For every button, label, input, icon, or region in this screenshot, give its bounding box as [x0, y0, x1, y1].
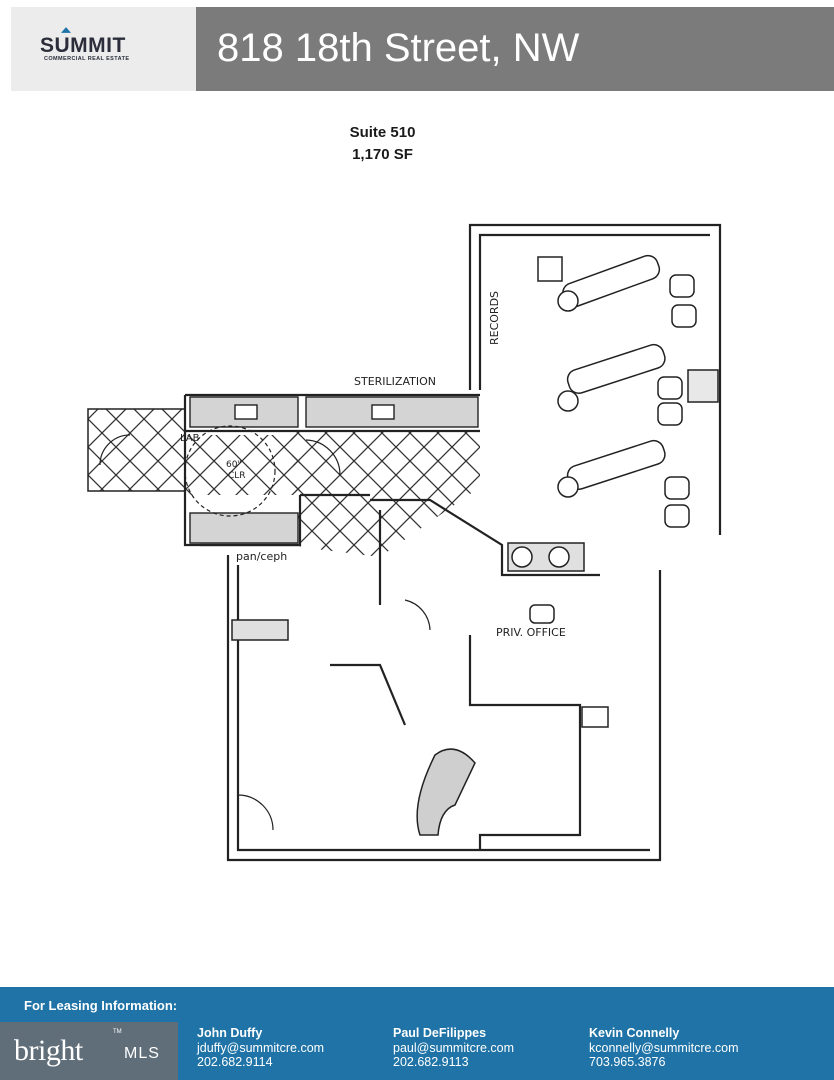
floor-plan: RECORDS STERILIZATION LAB 60" CLR pan/ce… — [87, 223, 722, 862]
leasing-label: For Leasing Information: — [24, 998, 178, 1013]
suite-area: 1,170 SF — [352, 146, 413, 163]
mls-logo-text: MLS — [124, 1045, 160, 1062]
contact-name: Kevin Connelly — [589, 1026, 680, 1040]
contact-paul-defilippes: Paul DeFilippes paul@summitcre.com 202.6… — [393, 1026, 514, 1070]
summit-logo — [11, 7, 196, 91]
contact-email[interactable]: jduffy@summitcre.com — [197, 1040, 325, 1055]
lab-label: LAB — [180, 433, 200, 444]
reception-desk — [416, 748, 476, 836]
walls — [183, 223, 722, 862]
contact-email[interactable]: paul@summitcre.com — [393, 1040, 515, 1055]
records-label: RECORDS — [488, 291, 501, 345]
contact-name: Paul DeFilippes — [393, 1026, 487, 1040]
contact-phone[interactable]: 202.682.9114 — [197, 1055, 273, 1069]
pan-ceph-label: pan/ceph — [236, 550, 287, 563]
contact-kevin-connelly: Kevin Connelly kconnelly@summitcre.com 7… — [589, 1026, 739, 1070]
roof-icon — [61, 27, 71, 33]
suite-number: Suite 510 — [349, 124, 416, 141]
trademark: TM — [113, 1029, 122, 1035]
dental-chairs — [231, 254, 719, 728]
bright-logo-text: bright — [14, 1034, 83, 1067]
contact-phone[interactable]: 202.682.9113 — [393, 1055, 469, 1069]
contact-john-duffy: John Duffy jduffy@summitcre.com 202.682.… — [197, 1026, 324, 1070]
header: SUMMIT COMMERCIAL REAL ESTATE 818 18th S… — [0, 0, 834, 100]
logo-name: SUMMIT — [40, 34, 126, 57]
private-office-label: PRIV. OFFICE — [496, 626, 566, 639]
contact-email[interactable]: kconnelly@summitcre.com — [589, 1040, 739, 1055]
sterilization-label: STERILIZATION — [354, 375, 436, 388]
contact-phone[interactable]: 703.965.3876 — [589, 1055, 666, 1069]
title-bar — [152, 7, 834, 91]
page-title: 818 18th Street, NW — [217, 26, 580, 70]
contact-name: John Duffy — [197, 1026, 263, 1040]
footer: For Leasing Information: bright MLS TM J… — [0, 987, 834, 1080]
logo-subtitle: COMMERCIAL REAL ESTATE — [44, 56, 130, 62]
bright-mls-logo: bright MLS TM — [0, 1022, 178, 1080]
clear-circle-label: 60" — [226, 460, 242, 470]
clear-circle-label-2: CLR — [228, 471, 246, 481]
sterilization-counter — [189, 396, 479, 544]
doors — [99, 425, 431, 831]
